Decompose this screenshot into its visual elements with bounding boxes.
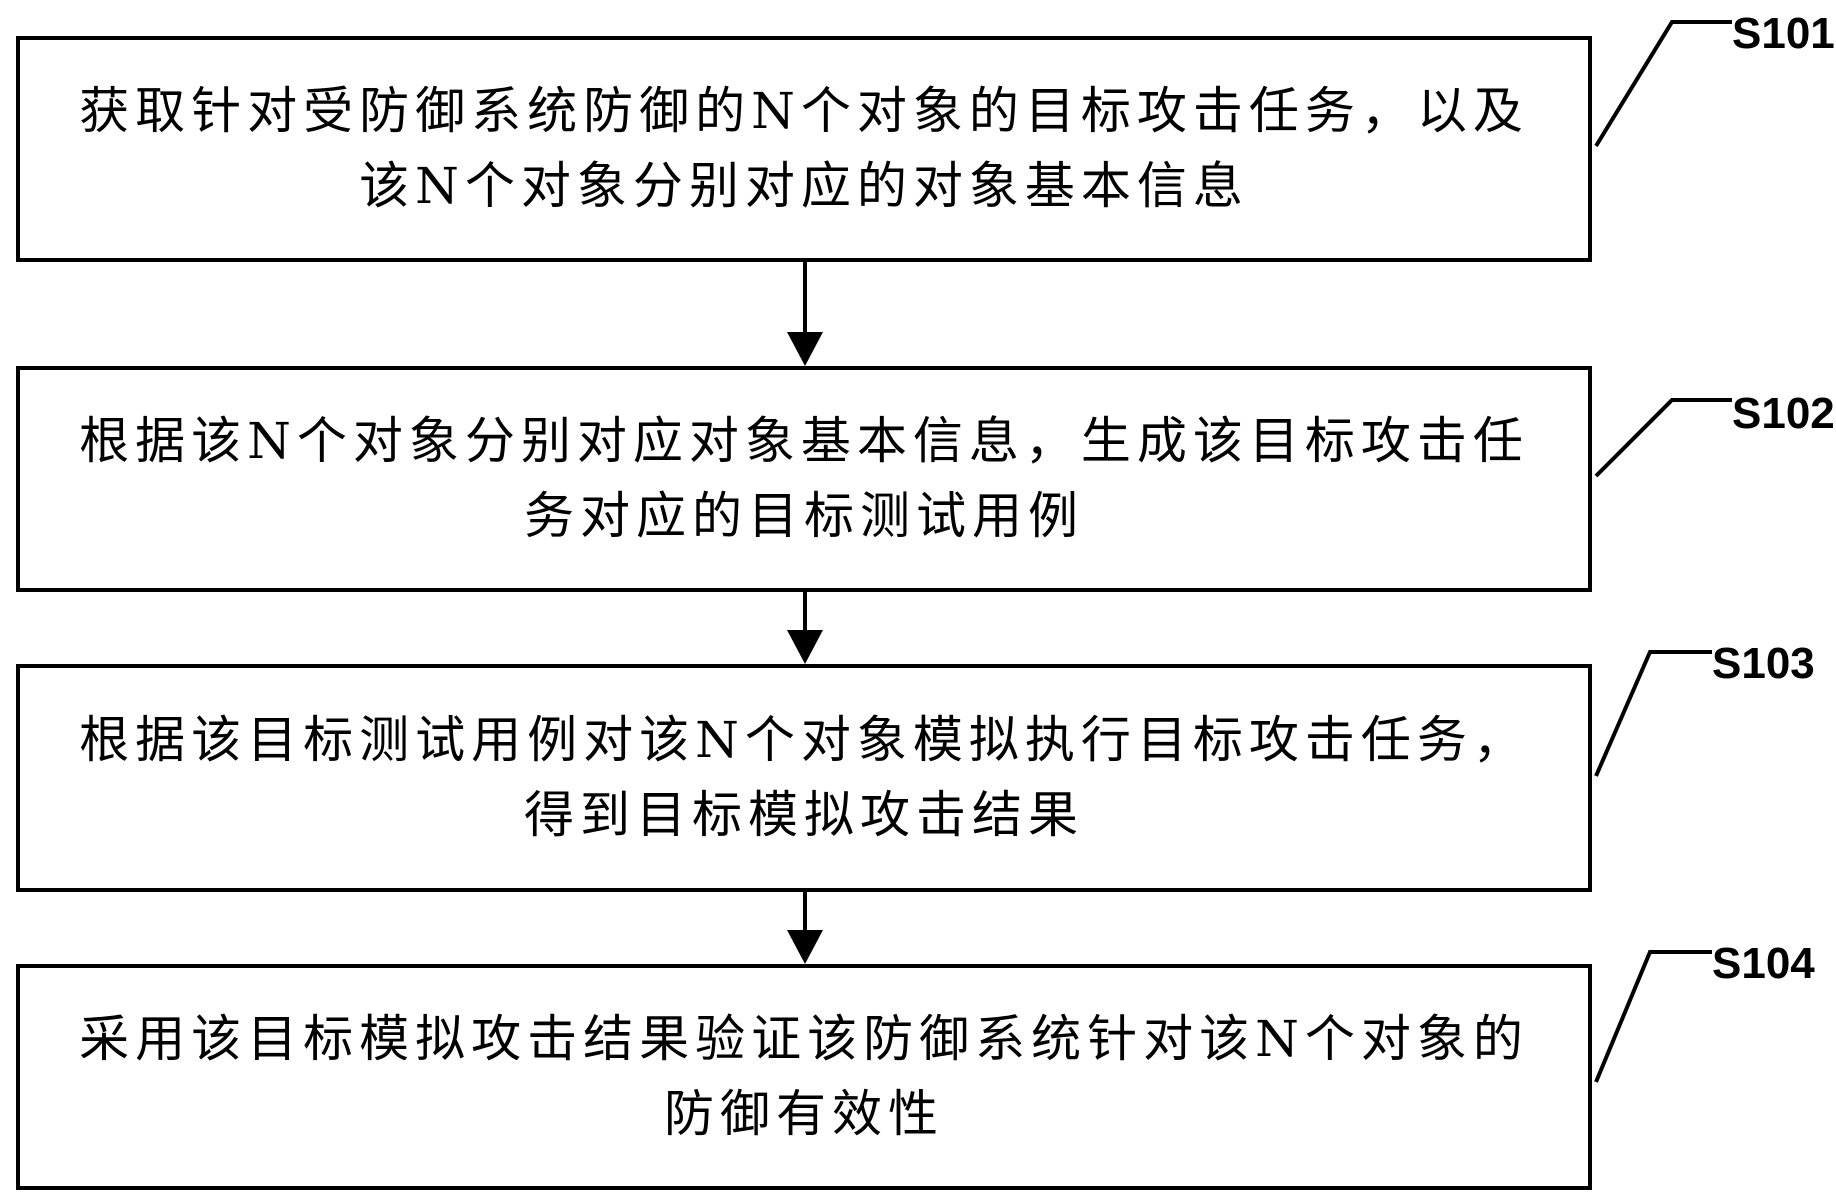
step-label-s101: S101 [1732,9,1835,58]
step-text-s102: 根据该N个对象分别对应对象基本信息，生成该目标攻击任务对应的目标测试用例 [79,412,1529,545]
leader-line-s104 [1594,950,1712,1083]
step-text-s101: 获取针对受防御系统防御的N个对象的目标攻击任务，以及该N个对象分别对应的对象基本… [79,82,1529,215]
step-label-s103: S103 [1712,639,1815,688]
arrow-s103-to-s104 [787,892,823,964]
leader-line-s101 [1594,20,1732,148]
step-text-s103: 根据该目标测试用例对该N个对象模拟执行目标攻击任务，得到目标模拟攻击结果 [79,711,1529,844]
step-box-s103: 根据该目标测试用例对该N个对象模拟执行目标攻击任务，得到目标模拟攻击结果 [16,664,1592,892]
step-text-s104: 采用该目标模拟攻击结果验证该防御系统针对该N个对象的防御有效性 [79,1010,1529,1143]
arrow-s102-to-s103 [787,592,823,664]
leader-line-s103 [1594,650,1712,777]
step-label-s104: S104 [1712,939,1815,988]
step-box-s104: 采用该目标模拟攻击结果验证该防御系统针对该N个对象的防御有效性 [16,964,1592,1190]
step-box-s101: 获取针对受防御系统防御的N个对象的目标攻击任务，以及该N个对象分别对应的对象基本… [16,36,1592,262]
leader-line-s102 [1594,398,1732,478]
step-label-s102: S102 [1732,389,1835,438]
arrow-s101-to-s102 [787,262,823,366]
step-box-s102: 根据该N个对象分别对应对象基本信息，生成该目标攻击任务对应的目标测试用例 [16,366,1592,592]
